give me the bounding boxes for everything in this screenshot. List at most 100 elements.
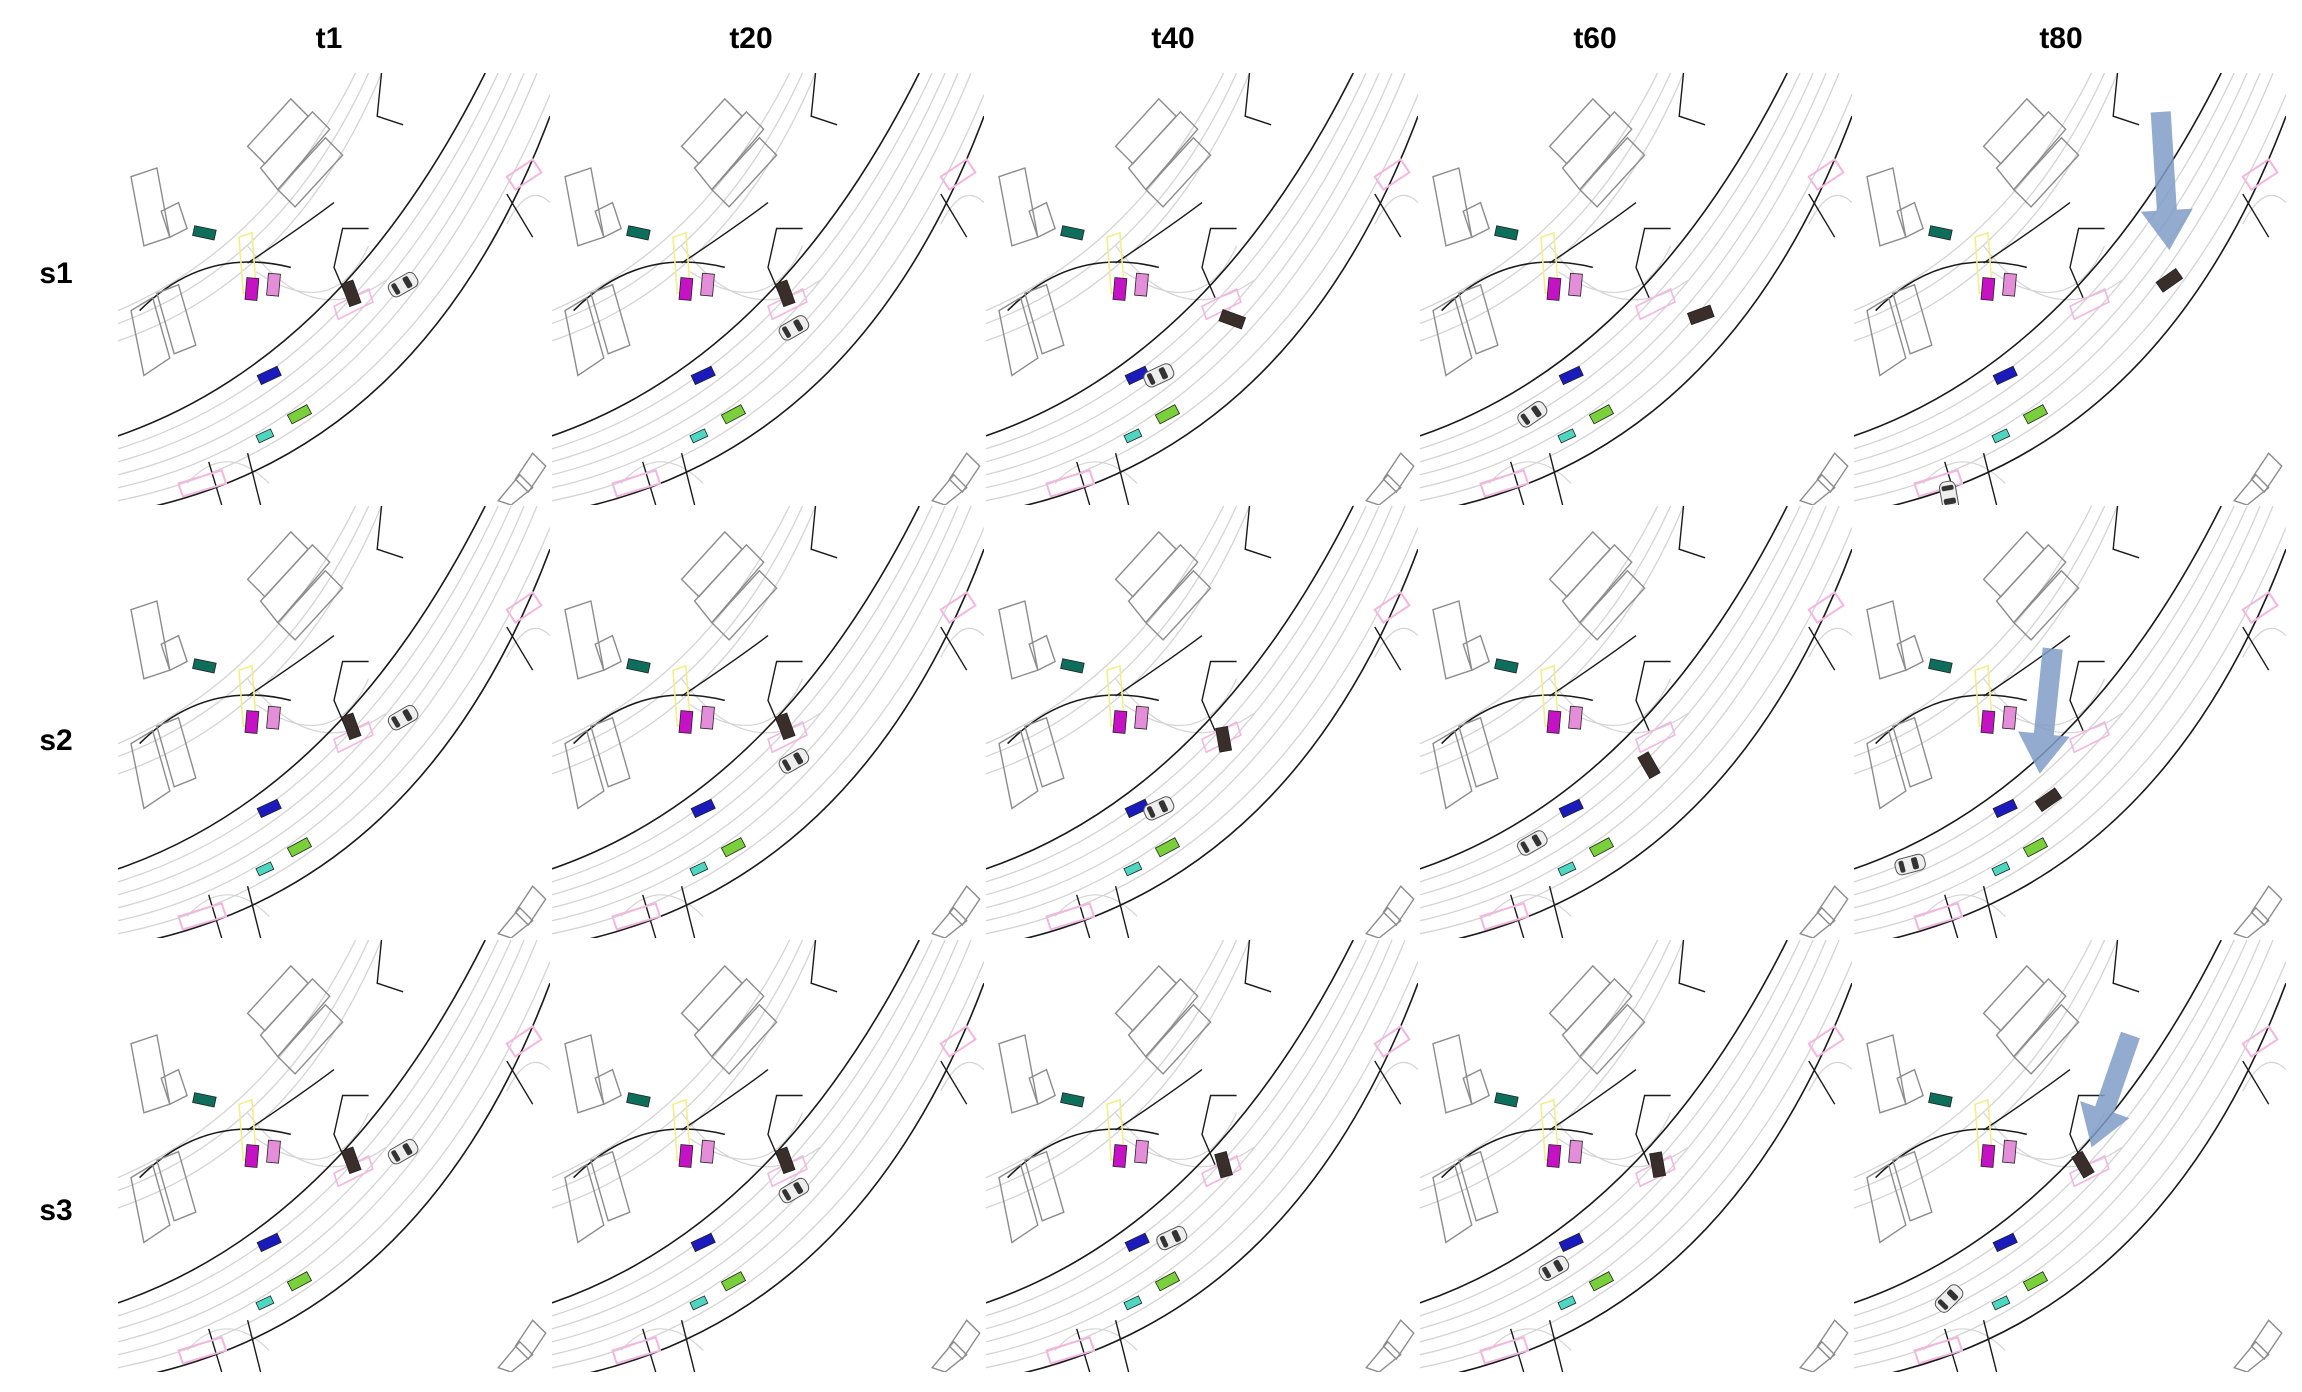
building-outline — [594, 634, 622, 672]
road-map — [986, 506, 1418, 938]
road-edge — [552, 73, 920, 437]
building-outline — [1028, 1068, 1056, 1106]
agent-cyan — [255, 1295, 275, 1311]
crosswalk — [1373, 591, 1411, 624]
road-edge — [552, 940, 920, 1304]
agent-cyan — [689, 1295, 709, 1311]
crosswalk — [1045, 469, 1096, 498]
road-edge — [506, 193, 534, 238]
building-outline — [564, 1163, 605, 1244]
road-edge — [1023, 115, 1418, 505]
building-outline — [514, 452, 547, 494]
building-outline — [246, 964, 310, 1032]
turn-lane — [506, 1061, 550, 1092]
lane-centerline — [1854, 73, 2261, 476]
scene-panel — [552, 506, 984, 938]
ego-windshield — [1943, 497, 1957, 505]
agent-cyan — [1123, 428, 1143, 444]
crosswalk — [2069, 287, 2110, 321]
ego-rear-window — [391, 716, 401, 728]
turn-lane — [620, 894, 704, 917]
road-edge — [1891, 115, 2286, 505]
ego-windshield — [1531, 405, 1542, 418]
road-map — [552, 73, 984, 505]
agent-blue — [690, 798, 716, 819]
turn-lane — [2242, 1061, 2286, 1092]
column-label-t40: t40 — [1151, 22, 1195, 55]
building-outline — [1982, 530, 2046, 598]
building-outline — [998, 600, 1039, 680]
road-edge — [1944, 1328, 1959, 1372]
lane-centerline — [1420, 73, 1801, 450]
ego-rear-window — [782, 759, 791, 771]
ego-vehicle — [1156, 1225, 1188, 1251]
lane-centerline — [986, 506, 1380, 896]
road-edge — [1115, 635, 1203, 697]
lane-centerline — [986, 73, 1393, 476]
building-outline — [1458, 1150, 1499, 1222]
lane-centerline — [552, 506, 933, 883]
turn-lane — [620, 461, 704, 484]
turn-lane — [1374, 627, 1418, 658]
scene-map — [1854, 506, 2286, 938]
building-outline — [130, 296, 171, 377]
lane-centerline — [1420, 506, 1659, 745]
turn-lane — [1808, 627, 1852, 658]
road-edge — [1007, 1128, 1159, 1179]
road-edge — [810, 506, 838, 559]
crosswalk — [177, 469, 228, 498]
road-edge — [681, 635, 769, 697]
road-edge — [1678, 940, 1706, 993]
agent-brown — [2155, 268, 2184, 293]
road-edge — [246, 453, 262, 505]
agent-pink — [2002, 272, 2017, 297]
lane-centerline — [1854, 940, 2235, 1317]
agent-pink — [1134, 705, 1149, 730]
scene-map — [1420, 940, 1852, 1372]
building-outline — [1548, 97, 1612, 165]
ego-body — [778, 748, 810, 774]
road-edge — [680, 886, 696, 938]
crosswalk — [939, 591, 977, 624]
column-label-t20: t20 — [729, 22, 773, 55]
agent-brown — [1686, 304, 1715, 326]
building-outline — [1144, 569, 1212, 641]
agent-magenta — [1980, 277, 1996, 301]
agent-brown — [2071, 1150, 2095, 1179]
ego-windshield — [1531, 834, 1542, 847]
agent-cyan — [689, 861, 709, 877]
building-outline — [1458, 716, 1499, 788]
road-edge — [642, 461, 657, 505]
building-outline — [710, 1003, 778, 1075]
ego-rear-window — [391, 1150, 401, 1162]
lane-centerline — [552, 73, 817, 342]
scene-panel — [118, 940, 550, 1372]
scene-panel — [552, 940, 984, 1372]
agent-pink — [700, 1139, 715, 1164]
building-outline — [1892, 716, 1933, 788]
road-edge — [1808, 1060, 1836, 1105]
agent-green — [2022, 404, 2049, 425]
building-outline — [1458, 283, 1499, 355]
building-outline — [1127, 543, 1199, 624]
ego-windshield — [1158, 800, 1168, 813]
lane-centerline — [118, 73, 525, 476]
lane-centerline — [1854, 73, 2235, 450]
building-outline — [1382, 885, 1415, 927]
agent-pink — [1134, 272, 1149, 297]
lane-centerline — [1420, 506, 1801, 883]
agent-brown — [775, 1146, 796, 1175]
lane-centerline — [118, 940, 538, 1356]
building-outline — [1866, 167, 1907, 247]
road-edge — [376, 73, 404, 126]
road-edge — [986, 73, 1354, 437]
lane-centerline — [552, 506, 817, 775]
lane-centerline — [552, 940, 959, 1343]
crosswalk — [939, 158, 977, 191]
building-outline — [1114, 964, 1178, 1032]
ego-rear-window — [1542, 1266, 1551, 1279]
scene-map — [118, 940, 550, 1372]
road-edge — [208, 894, 223, 938]
agent-cyan — [1123, 861, 1143, 877]
road-edge — [1875, 261, 2027, 312]
